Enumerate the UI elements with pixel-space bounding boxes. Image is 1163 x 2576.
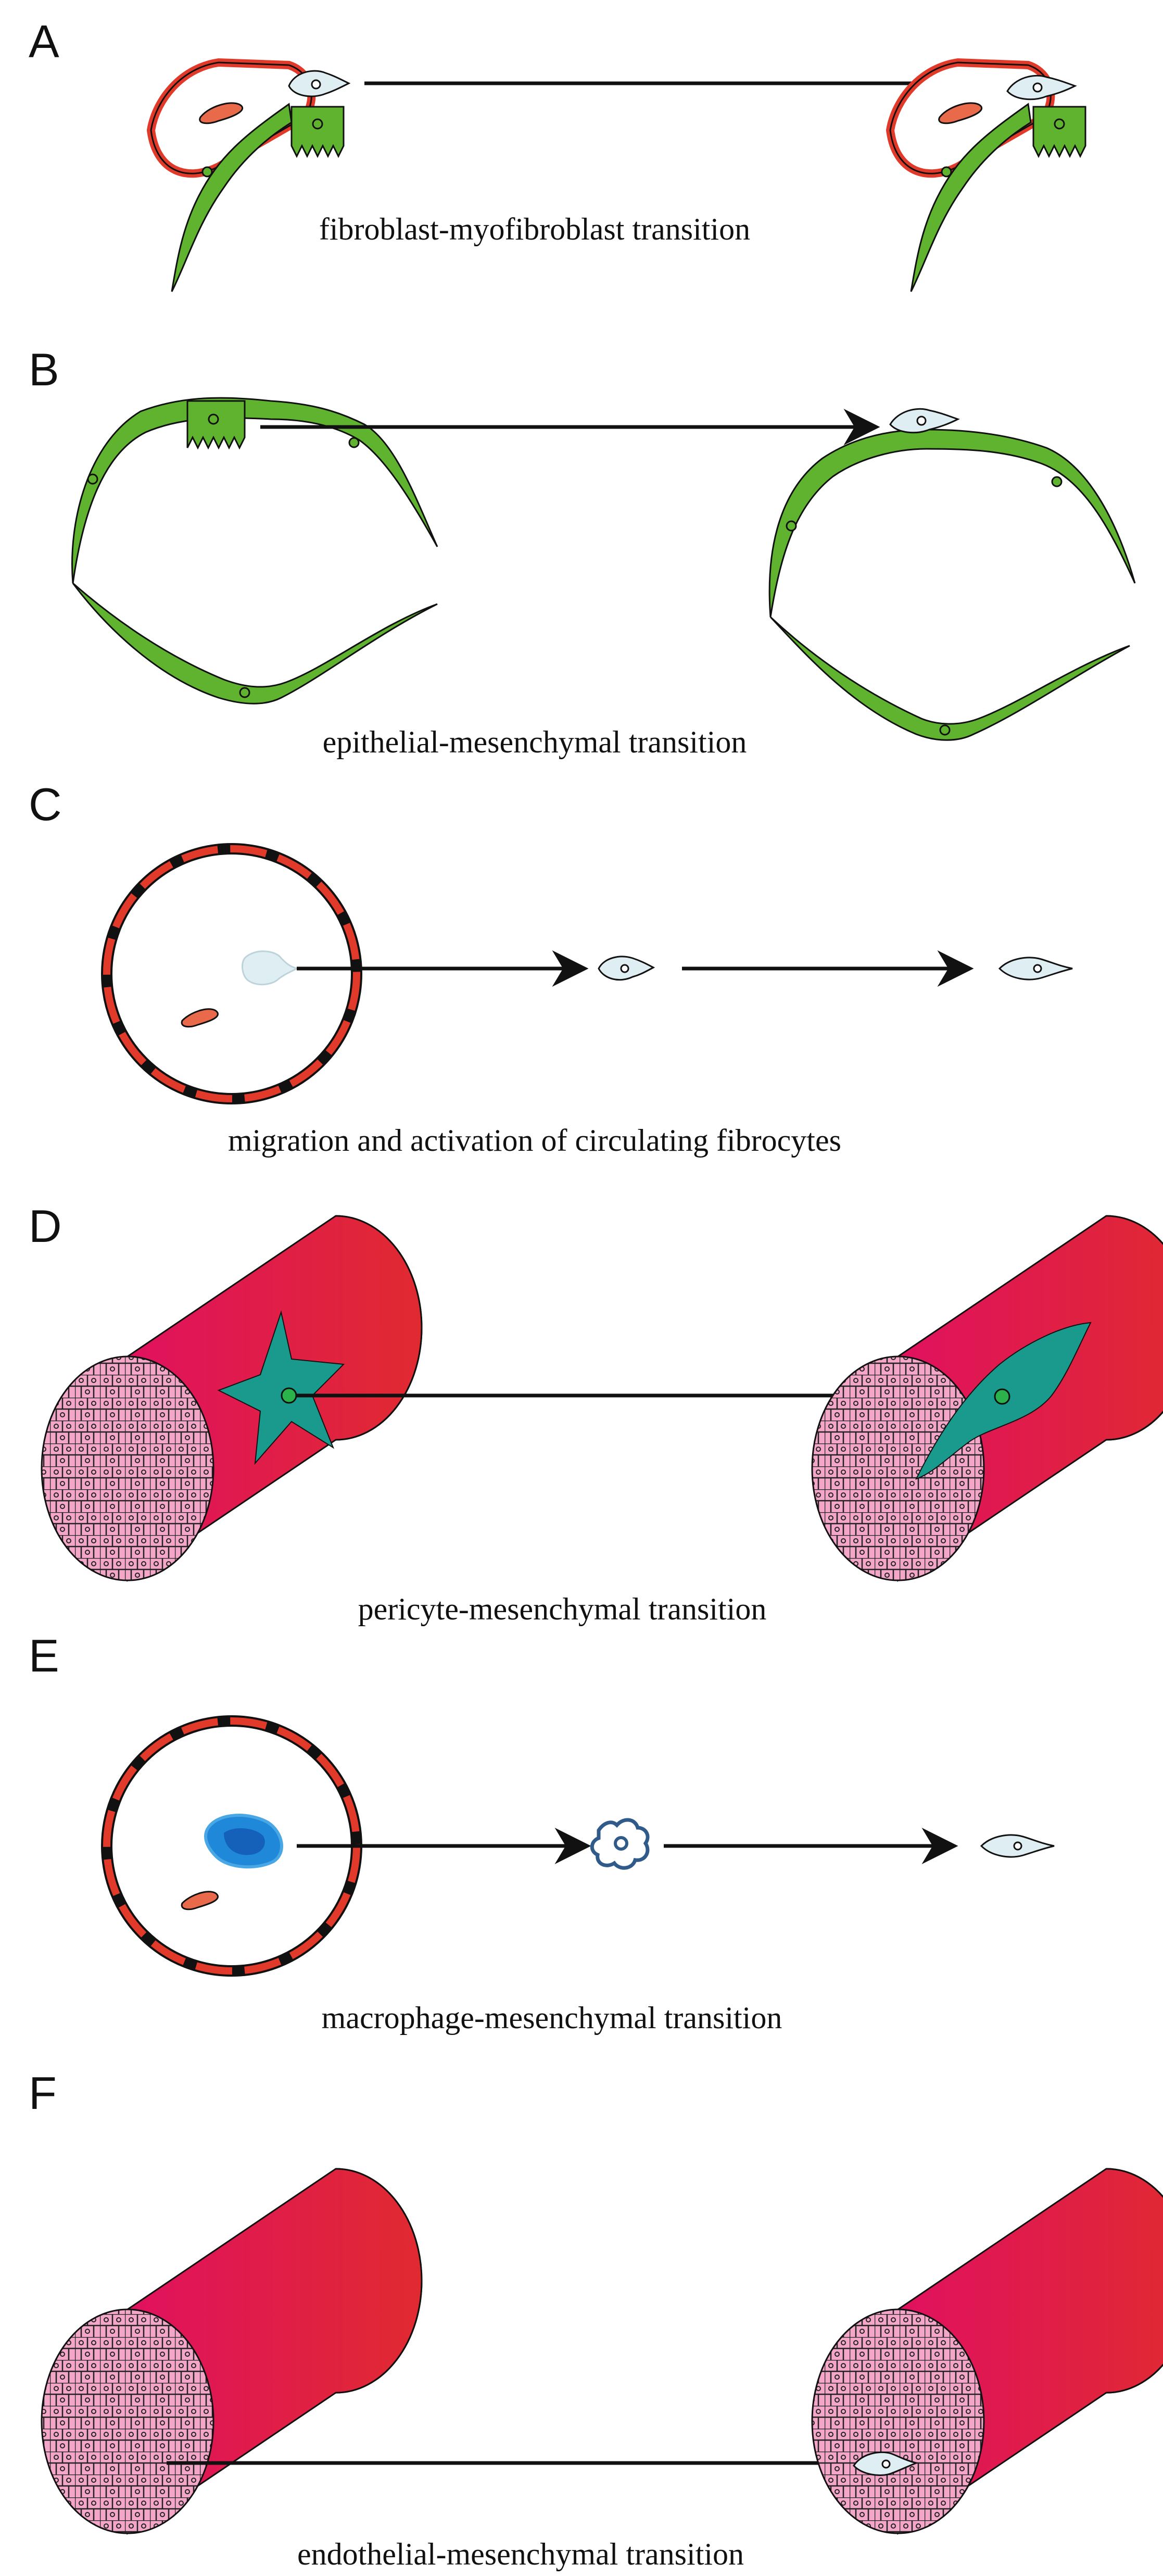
fibrocyte-icon <box>242 950 299 986</box>
vessel-right <box>811 2168 1163 2535</box>
panel-c-caption: migration and activation of circulating … <box>228 1123 841 1158</box>
panel-b-caption: epithelial-mesenchymal transition <box>323 725 747 759</box>
fibroblast-icon <box>980 1834 1055 1858</box>
fibroblast-icon <box>853 2451 919 2476</box>
panel-b: B epithelial-mesenchymal transition <box>29 344 1136 759</box>
epithelial-lining-top <box>768 429 1136 618</box>
panel-c: C migration and activation of circulatin… <box>29 778 1073 1158</box>
macrophage-icon <box>590 1818 650 1870</box>
panel-e: E macrophage-mesenchymal transition <box>29 1630 1055 2035</box>
vessel-left <box>41 1215 423 1582</box>
vessel-right <box>811 1215 1163 1582</box>
red-blood-cell-icon <box>938 102 983 124</box>
alveolar-unit-right <box>886 58 1086 292</box>
panel-b-letter: B <box>29 344 59 395</box>
epithelial-lining-top <box>71 397 438 584</box>
panel-c-letter: C <box>29 778 62 830</box>
alveolus-left <box>71 397 438 705</box>
panel-a-caption: fibroblast-myofibroblast transition <box>319 212 750 246</box>
panel-d-caption: pericyte-mesenchymal transition <box>358 1592 767 1626</box>
panel-a-letter: A <box>29 16 59 67</box>
panel-f-letter: F <box>29 2067 57 2119</box>
vessel-left <box>41 2168 423 2535</box>
fibroblast-icon <box>889 408 960 434</box>
pericyte-icon <box>217 1310 345 1465</box>
red-blood-cell-icon <box>199 102 244 124</box>
fibrocyte-icon <box>598 956 655 981</box>
panel-f: F endothelial-mesenchymal transition <box>29 2067 1163 2571</box>
red-blood-cell-icon <box>181 1891 219 1911</box>
alveolar-unit-left <box>146 58 351 292</box>
panel-e-letter: E <box>29 1630 59 1681</box>
capillary-cross-section <box>101 843 362 1104</box>
panel-d-letter: D <box>29 1200 62 1252</box>
panel-e-caption: macrophage-mesenchymal transition <box>322 2001 782 2035</box>
red-blood-cell-icon <box>181 1008 219 1028</box>
fibroblast-icon <box>998 957 1073 981</box>
panel-d: D pericyte-mesenchymal transition <box>29 1200 1163 1626</box>
epithelial-cell <box>910 103 1032 292</box>
panel-f-caption: endothelial-mesenchymal transition <box>297 2537 744 2571</box>
epithelial-lining-bottom <box>72 582 438 705</box>
type-ii-cell <box>186 400 246 450</box>
fibroblast-icon <box>288 70 351 97</box>
monocyte-icon <box>204 1814 283 1869</box>
alveolus-right <box>768 408 1136 741</box>
panel-a: A <box>29 16 1086 292</box>
type-ii-cell <box>290 106 345 158</box>
myofibroblast-icon <box>1006 74 1077 100</box>
type-ii-cell <box>1032 106 1086 158</box>
epithelial-cell <box>171 103 293 292</box>
epithelial-lining-bottom <box>769 616 1130 741</box>
